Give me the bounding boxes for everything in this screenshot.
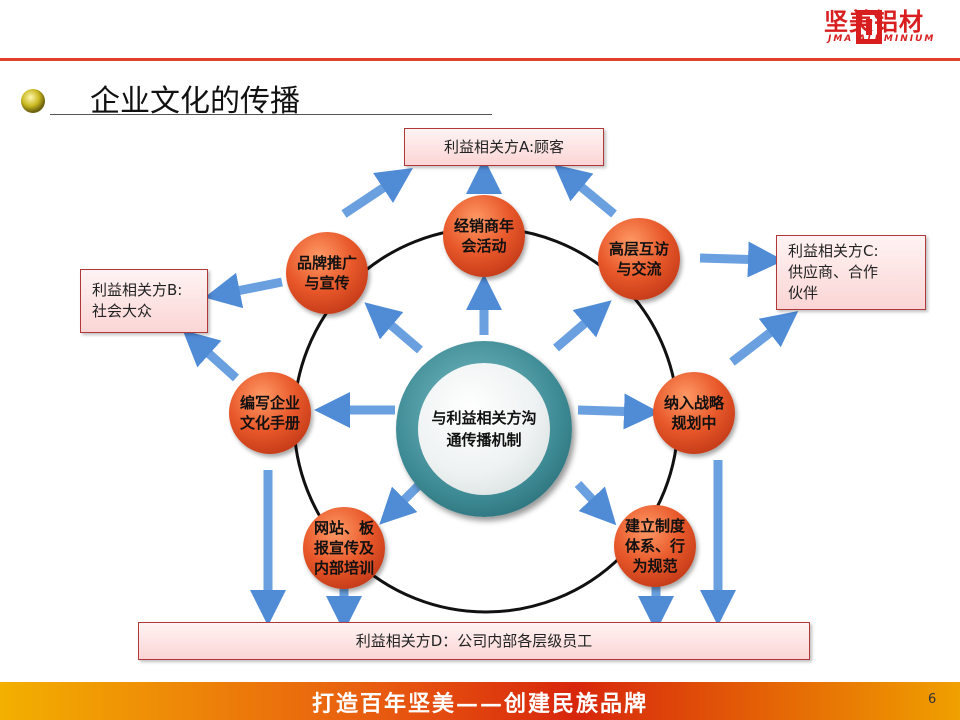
page-title: 企业文化的传播 — [90, 84, 300, 119]
arrow-center-brand — [364, 302, 423, 354]
node-website-training-label: 网站、板 报宣传及 内部培训 — [313, 519, 374, 577]
stakeholder-d-label: 利益相关方D：公司内部各层级员工 — [355, 632, 593, 650]
brand-name: 坚美铝材 — [824, 8, 924, 36]
brand-logo-icon — [856, 10, 882, 44]
node-strategic-planning-label: 纳入战略 规划中 — [663, 394, 724, 432]
stakeholder-a-label: 利益相关方A:顾客 — [443, 138, 565, 156]
stakeholder-a-box: 利益相关方A:顾客 — [404, 128, 604, 166]
node-dealer-events: 经销商年 会活动 — [443, 195, 525, 277]
page-number: 6 — [928, 692, 937, 707]
stakeholder-b-title: 利益相关方B: — [92, 281, 183, 299]
center-hub: 与利益相关方沟 通传播机制 — [418, 363, 550, 495]
footer-bar — [0, 682, 960, 720]
arrow-center-web — [379, 482, 422, 525]
stakeholder-c-desc-2: 伙伴 — [788, 284, 819, 302]
node-brand-promotion: 品牌推广 与宣传 — [286, 232, 368, 314]
brand-subtitle: JMA ALUMINIUM — [828, 34, 936, 44]
footer-slogan: 打造百年坚美——创建民族品牌 — [311, 691, 648, 717]
arrow-brand-b — [204, 272, 283, 309]
arrow-exec-c — [699, 241, 784, 278]
header-divider — [0, 58, 960, 61]
stakeholder-c-desc-1: 供应商、合作 — [788, 263, 879, 281]
stakeholder-d-box: 利益相关方D：公司内部各层级员工 — [138, 622, 810, 660]
node-dealer-events-label: 经销商年 会活动 — [453, 217, 514, 255]
node-executive-exchange-label: 高层互访 与交流 — [608, 240, 669, 278]
stakeholder-c-title: 利益相关方C: — [788, 242, 879, 260]
node-culture-handbook-label: 编写企业 文化手册 — [239, 394, 300, 432]
node-website-training: 网站、板 报宣传及 内部培训 — [303, 507, 385, 589]
arrow-exec-a — [554, 164, 617, 218]
center-hub-label: 与利益相关方沟 通传播机制 — [431, 409, 537, 449]
stakeholder-c-box: 利益相关方C: 供应商、合作 伙伴 — [776, 235, 926, 310]
stakeholder-b-desc: 社会大众 — [92, 302, 153, 320]
arrow-center-exec — [553, 300, 612, 352]
node-rules-system: 建立制度 体系、行 为规范 — [614, 505, 696, 587]
arrow-strategy-c — [729, 311, 799, 366]
node-rules-system-label: 建立制度 体系、行 为规范 — [624, 517, 685, 575]
node-executive-exchange: 高层互访 与交流 — [598, 218, 680, 300]
arrow-brand-a — [341, 168, 413, 218]
arrow-handbook-b — [182, 329, 240, 382]
arrow-center-strategy — [577, 393, 660, 430]
node-strategic-planning: 纳入战略 规划中 — [653, 372, 735, 454]
node-brand-promotion-label: 品牌推广 与宣传 — [296, 254, 357, 292]
arrow-center-system — [574, 480, 617, 526]
title-bullet-icon — [21, 89, 45, 113]
title-underline — [50, 114, 492, 115]
node-culture-handbook: 编写企业 文化手册 — [229, 372, 311, 454]
stakeholder-b-box: 利益相关方B: 社会大众 — [80, 269, 208, 333]
